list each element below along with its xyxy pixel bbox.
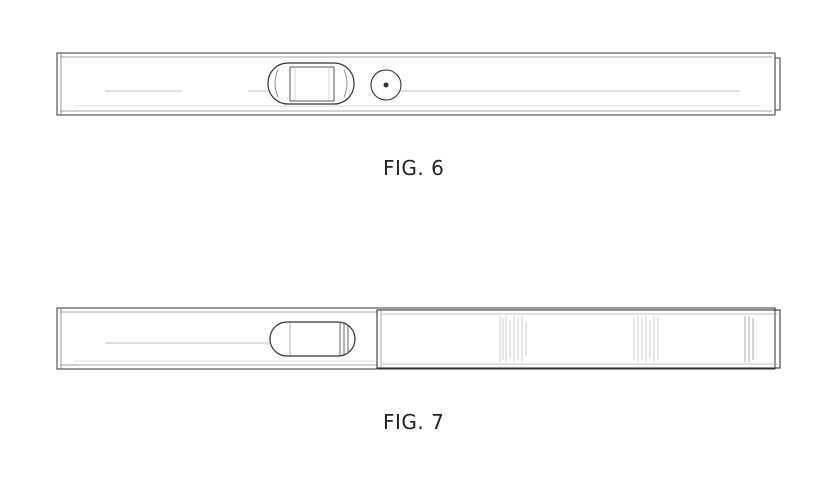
sensor-ring [370,69,402,101]
device-end-cap [774,57,781,111]
panel-hatch-group-2 [633,316,659,362]
camera-module-shade-right [343,69,348,98]
camera-module-shade-left [274,69,279,98]
figure-6-label: FIG. 6 [383,156,445,180]
camera-module [267,62,355,105]
figure-6: FIG. 6 [0,0,826,200]
figure-7-drawing [56,307,781,370]
slide-panel [376,309,781,369]
device-body [56,307,776,370]
device-body [56,52,776,116]
panel-hatch-group-1 [499,316,527,362]
panel-hatch-group-3 [744,316,754,362]
camera-module [269,321,356,357]
figure-7: FIG. 7 [0,260,826,479]
camera-module-inner [289,66,335,102]
figure-7-label: FIG. 7 [383,410,445,434]
figure-6-drawing [56,52,781,116]
sensor-dot [383,82,389,88]
